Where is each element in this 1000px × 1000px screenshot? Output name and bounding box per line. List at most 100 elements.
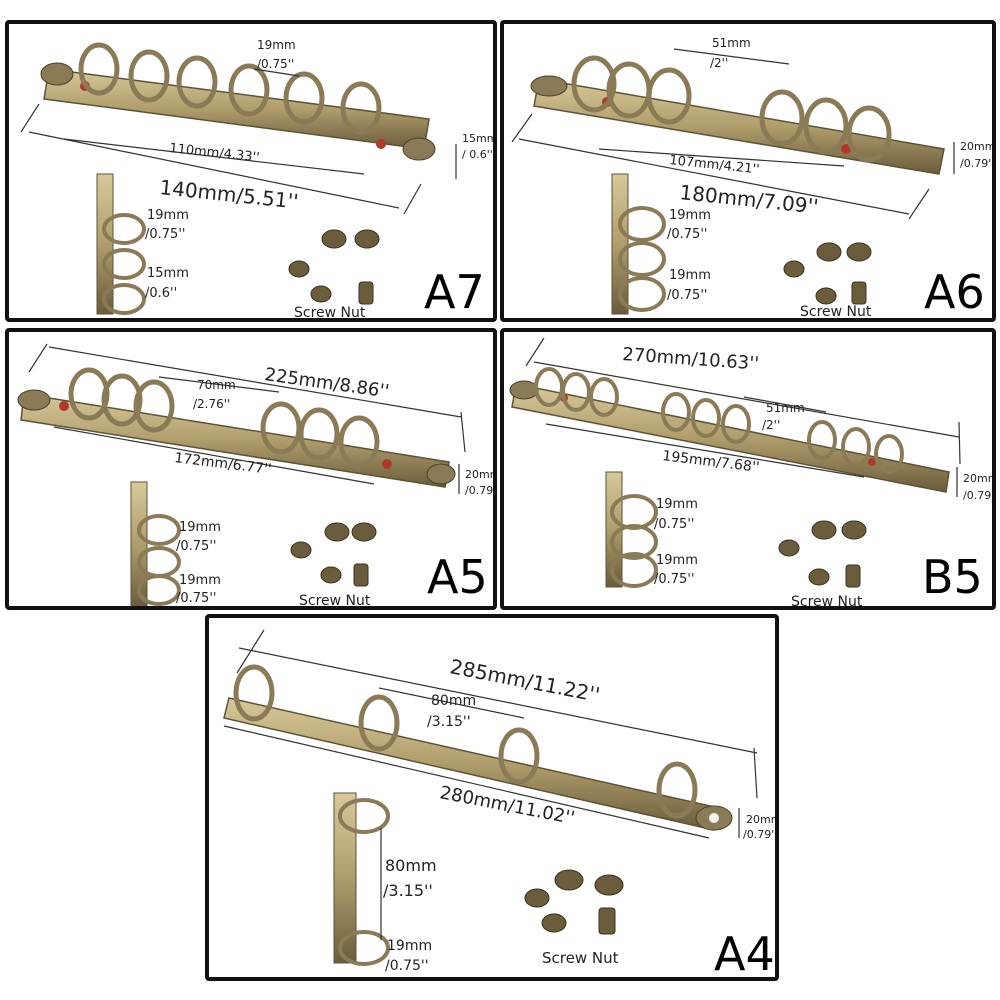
b5-size-label: B5 xyxy=(922,550,983,604)
a7-rings xyxy=(78,42,382,135)
side-view-rail xyxy=(130,481,148,606)
a4-dimension-lines xyxy=(223,629,758,839)
ring xyxy=(618,241,666,277)
b5-drawing: 270mm/10.63'' 195mm/7.68'' 51mm /2'' 20m… xyxy=(509,337,992,610)
screw-head xyxy=(354,229,380,249)
screw-hole-right xyxy=(376,139,386,149)
screw-head xyxy=(783,260,805,278)
b5-ring-gap: 51mm xyxy=(766,401,805,415)
screw-post xyxy=(358,281,374,305)
screw-post xyxy=(353,563,369,587)
a6-screw-label: Screw Nut xyxy=(800,304,872,320)
a5-ring-gap-in: /2.76'' xyxy=(193,397,230,411)
side-view-rings xyxy=(618,206,666,312)
a4-height-in: /0.79'' xyxy=(743,828,777,841)
a6-ring-diameter-bottom: 19mm xyxy=(669,268,711,283)
screw-hole-right xyxy=(709,813,719,823)
ring xyxy=(283,71,325,125)
screw-head xyxy=(320,566,342,584)
panel-a7: 140mm/5.51'' 110mm/4.33'' 19mm /0.75'' 1… xyxy=(5,20,497,322)
end-cap-left xyxy=(509,380,539,400)
screw-head xyxy=(324,522,350,542)
a6-height-in: /0.79'' xyxy=(960,157,994,170)
screw-hole-right xyxy=(382,459,392,469)
ring xyxy=(133,379,175,433)
a7-height: 15mm xyxy=(462,132,497,145)
side-view-rail xyxy=(333,792,357,964)
screw-head xyxy=(541,913,567,933)
a4-height: 20mm xyxy=(746,813,779,826)
a6-height: 20mm xyxy=(960,140,995,153)
ring xyxy=(803,97,849,155)
panel-a6: 180mm/7.09'' 107mm/4.21'' 51mm /2'' 20mm… xyxy=(500,20,996,322)
ring xyxy=(338,930,390,966)
ring xyxy=(338,415,380,469)
ring xyxy=(128,49,170,103)
ring xyxy=(358,694,400,752)
screw-head xyxy=(321,229,347,249)
a7-drawing: 140mm/5.51'' 110mm/4.33'' 19mm /0.75'' 1… xyxy=(20,38,497,321)
ring xyxy=(102,283,146,315)
ring xyxy=(498,727,540,785)
a4-size-label: A4 xyxy=(714,927,775,981)
ring xyxy=(298,407,340,461)
a4-drawing: 285mm/11.22'' 280mm/11.02'' 80mm /3.15''… xyxy=(223,629,779,974)
screw-head xyxy=(841,520,867,540)
a7-ring-gap: 19mm xyxy=(257,38,296,52)
a5-screws xyxy=(290,522,377,587)
a5-ring-diameter-top: 19mm xyxy=(179,520,221,535)
binder-rail xyxy=(20,393,450,488)
screw-head xyxy=(778,539,800,557)
b5-screw-label: Screw Nut xyxy=(791,594,863,610)
ring xyxy=(841,427,871,467)
a5-total-length: 225mm/8.86'' xyxy=(263,364,390,402)
ring xyxy=(102,213,146,245)
ring xyxy=(618,276,666,312)
ring xyxy=(721,404,751,444)
ring xyxy=(561,372,591,412)
a5-height-in: /0.79'' xyxy=(465,484,497,497)
ring xyxy=(228,63,270,117)
b5-total-length: 270mm/10.63'' xyxy=(622,344,760,375)
ring xyxy=(233,664,275,722)
b5-ring-gap-in: /2'' xyxy=(762,418,780,432)
screw-head xyxy=(811,520,837,540)
ring xyxy=(846,105,892,163)
screw-head xyxy=(310,285,332,303)
a7-screws xyxy=(288,229,380,305)
a4-ring-diameter-bottom: 19mm xyxy=(387,938,432,954)
a6-screws xyxy=(783,242,872,305)
a5-ring-diameter-top-in: /0.75'' xyxy=(176,539,216,554)
screw-head xyxy=(846,242,872,262)
a7-screw-label: Screw Nut xyxy=(294,305,366,321)
ring xyxy=(656,761,698,819)
a6-ring-diameter-bottom-in: /0.75'' xyxy=(667,288,707,303)
a5-rings xyxy=(68,367,380,469)
screw-head xyxy=(815,287,837,305)
end-cap-left xyxy=(530,75,568,97)
a7-size-label: A7 xyxy=(424,265,485,319)
screw-head xyxy=(351,522,377,542)
ring xyxy=(759,89,805,147)
b5-ring-diameter-bottom-in: /0.75'' xyxy=(654,572,694,587)
end-cap-right xyxy=(426,463,456,485)
a5-size-label: A5 xyxy=(427,550,488,604)
a5-drawing: 225mm/8.86'' 172mm/6.77'' 70mm /2.76'' 2… xyxy=(17,343,497,606)
ring xyxy=(101,373,143,427)
ring xyxy=(338,798,390,834)
ring xyxy=(137,574,181,606)
end-cap-left xyxy=(17,389,51,411)
a7-ring-diameter-bottom-in: /0.6'' xyxy=(145,286,177,301)
screw-head xyxy=(594,874,624,896)
a5-dimension-lines xyxy=(28,343,466,494)
a4-ring-diameter-top-in: /3.15'' xyxy=(383,881,433,900)
end-cap-left xyxy=(40,62,74,86)
ring xyxy=(807,420,837,460)
screw-post xyxy=(851,281,867,305)
a7-ring-gap-in: /0.75'' xyxy=(257,57,294,71)
a4-screw-label: Screw Nut xyxy=(542,949,619,967)
a4-ring-gap-in: /3.15'' xyxy=(427,714,471,730)
ring xyxy=(610,524,658,560)
b5-ring-diameter-bottom: 19mm xyxy=(656,553,698,568)
a5-ring-diameter-bottom: 19mm xyxy=(179,573,221,588)
